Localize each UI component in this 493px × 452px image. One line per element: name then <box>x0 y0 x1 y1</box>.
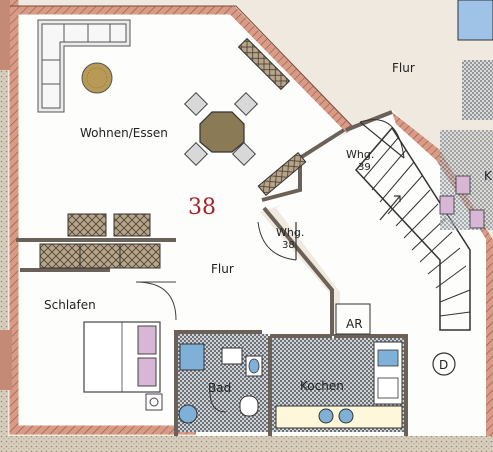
door-label-unit-38-line2: 38 <box>282 240 295 251</box>
stair-direction-arrow <box>379 195 401 221</box>
round-coffee-table-texture <box>86 67 108 89</box>
door-unit-38-swing <box>257 221 297 261</box>
storage-room <box>335 303 371 335</box>
dining-chair-bottom-right <box>231 141 257 167</box>
diagonal-sideboard-top <box>237 37 291 91</box>
kitchen-sink <box>377 349 399 367</box>
washing-machine <box>178 404 198 424</box>
left-neighbor-block <box>0 0 10 70</box>
neighbor-window-top <box>457 0 493 41</box>
dining-table <box>199 111 245 153</box>
bath-door-swing <box>209 391 227 413</box>
door-label-unit-39-line1: Whg. <box>346 148 374 161</box>
dining-chair-top-left <box>183 91 209 117</box>
neighbor-fixture-right <box>462 60 493 120</box>
outer-stone-border-left <box>0 0 8 452</box>
kitchen <box>272 338 404 432</box>
wardrobe <box>39 243 161 269</box>
double-bed <box>83 321 163 411</box>
outer-wall-outline <box>10 5 355 129</box>
kitchen-appliance <box>377 377 399 399</box>
neighbor-room-fragment: K <box>484 169 493 183</box>
room-label-bath: Bad <box>208 381 231 395</box>
bathroom <box>178 334 268 432</box>
corner-sofa <box>37 19 131 113</box>
stair-hall-floor <box>276 110 486 436</box>
tv-cabinet-right <box>113 213 151 237</box>
neighbor-counter-1 <box>439 195 455 215</box>
room-label-storage: AR <box>346 317 363 331</box>
room-label-living: Wohnen/Essen <box>80 126 168 140</box>
washbasin-bowl <box>248 358 260 374</box>
right-building-wall <box>392 112 493 250</box>
door-unit-39-swing <box>359 119 405 159</box>
marker-label: D <box>439 358 448 372</box>
dining-chair-top-right <box>233 91 259 117</box>
unit-number: 38 <box>188 195 216 220</box>
room-label-stair-hall: Flur <box>392 61 415 75</box>
dining-set <box>183 91 259 167</box>
round-coffee-table <box>81 62 113 94</box>
diagonal-sideboard-middle <box>257 151 307 197</box>
neighbor-counter-3 <box>469 209 485 229</box>
room-label-kitchen: Kochen <box>300 379 344 393</box>
stove-burner-right <box>338 408 354 424</box>
right-building-wall-lower <box>486 240 493 436</box>
door-unit-39-leaf <box>359 121 405 159</box>
staircase <box>354 126 471 331</box>
outer-walls <box>9 0 354 435</box>
tv-cabinet-left <box>67 213 107 237</box>
shower-tray <box>179 343 205 371</box>
bath-cabinet <box>221 347 243 365</box>
door-label-unit-38-line1: Whg. <box>276 226 304 239</box>
door-label-unit-39-line2: 39 <box>358 162 371 173</box>
room-label-bedroom: Schlafen <box>44 298 96 312</box>
neighbor-counter-2 <box>455 175 471 195</box>
toilet <box>239 395 259 417</box>
stove-burner-left <box>318 408 334 424</box>
marker-circle <box>432 352 456 376</box>
outer-stone-border-bottom <box>0 436 493 452</box>
left-neighbor-block-lower <box>0 330 12 390</box>
dining-chair-bottom-left <box>183 141 209 167</box>
inner-walls <box>16 110 408 436</box>
room-label-hall: Flur <box>211 262 234 276</box>
